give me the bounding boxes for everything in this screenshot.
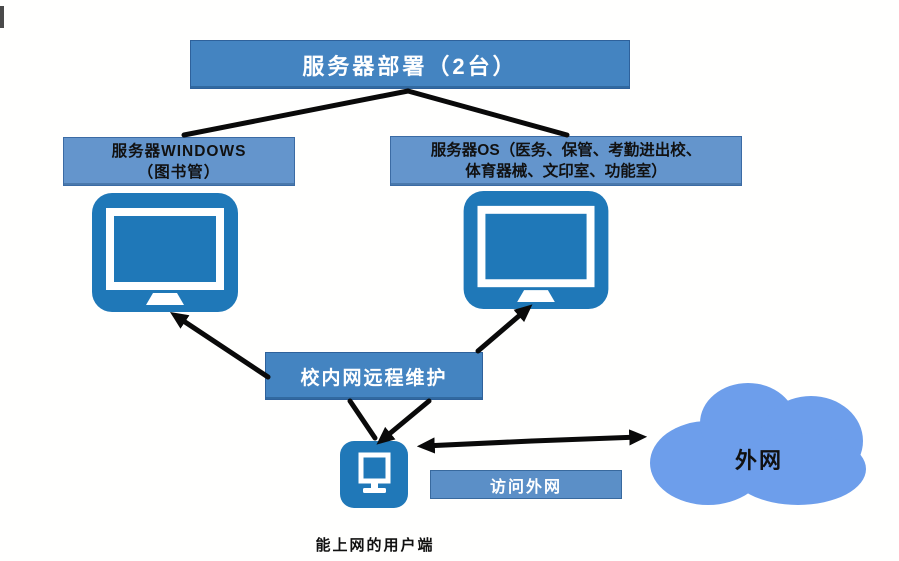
windows-server-box: 服务器WINDOWS （图书管） <box>63 137 295 186</box>
windows-server-text: 服务器WINDOWS （图书管） <box>112 141 247 183</box>
scan-artifact-mark <box>0 6 4 28</box>
os-server-line1: 服务器OS（医务、保管、考勤进出校、 <box>430 142 702 159</box>
maintenance-to-right-monitor-arrow <box>475 304 533 354</box>
external-network-cloud: 外网 <box>648 377 870 507</box>
cloud-icon <box>650 383 866 505</box>
access-external-box: 访问外网 <box>430 470 622 499</box>
client-cloud-double-arrow-right <box>529 429 648 446</box>
server-monitor-icon <box>92 193 238 312</box>
access-external-label: 访问外网 <box>489 478 562 496</box>
title-box-label: 服务器部署（2台） <box>302 53 518 79</box>
windows-server-line2: （图书管） <box>137 163 221 181</box>
os-server-box: 服务器OS（医务、保管、考勤进出校、 体育器械、文印室、功能室） <box>390 136 742 186</box>
windows-server-line1: 服务器WINDOWS <box>111 142 247 160</box>
title-to-windows-line <box>181 88 411 138</box>
server-monitor-icon <box>463 191 609 309</box>
client-label: 能上网的用户端 <box>315 537 435 554</box>
os-server-line2: 体育器械、文印室、功能室） <box>465 163 667 180</box>
maintenance-to-client-line <box>347 398 378 441</box>
os-server-text: 服务器OS（医务、保管、考勤进出校、 体育器械、文印室、功能室） <box>431 140 701 182</box>
maintenance-to-left-monitor-arrow <box>169 312 271 380</box>
client-computer-icon <box>340 441 408 508</box>
maintenance-box: 校内网远程维护 <box>265 352 483 400</box>
maintenance-to-client-arrow <box>376 398 432 445</box>
cloud-label: 外网 <box>734 448 783 473</box>
title-box: 服务器部署（2台） <box>190 40 630 89</box>
title-to-os-line <box>405 88 570 138</box>
maintenance-box-label: 校内网远程维护 <box>300 367 448 389</box>
client-cloud-double-arrow-left <box>416 437 535 454</box>
